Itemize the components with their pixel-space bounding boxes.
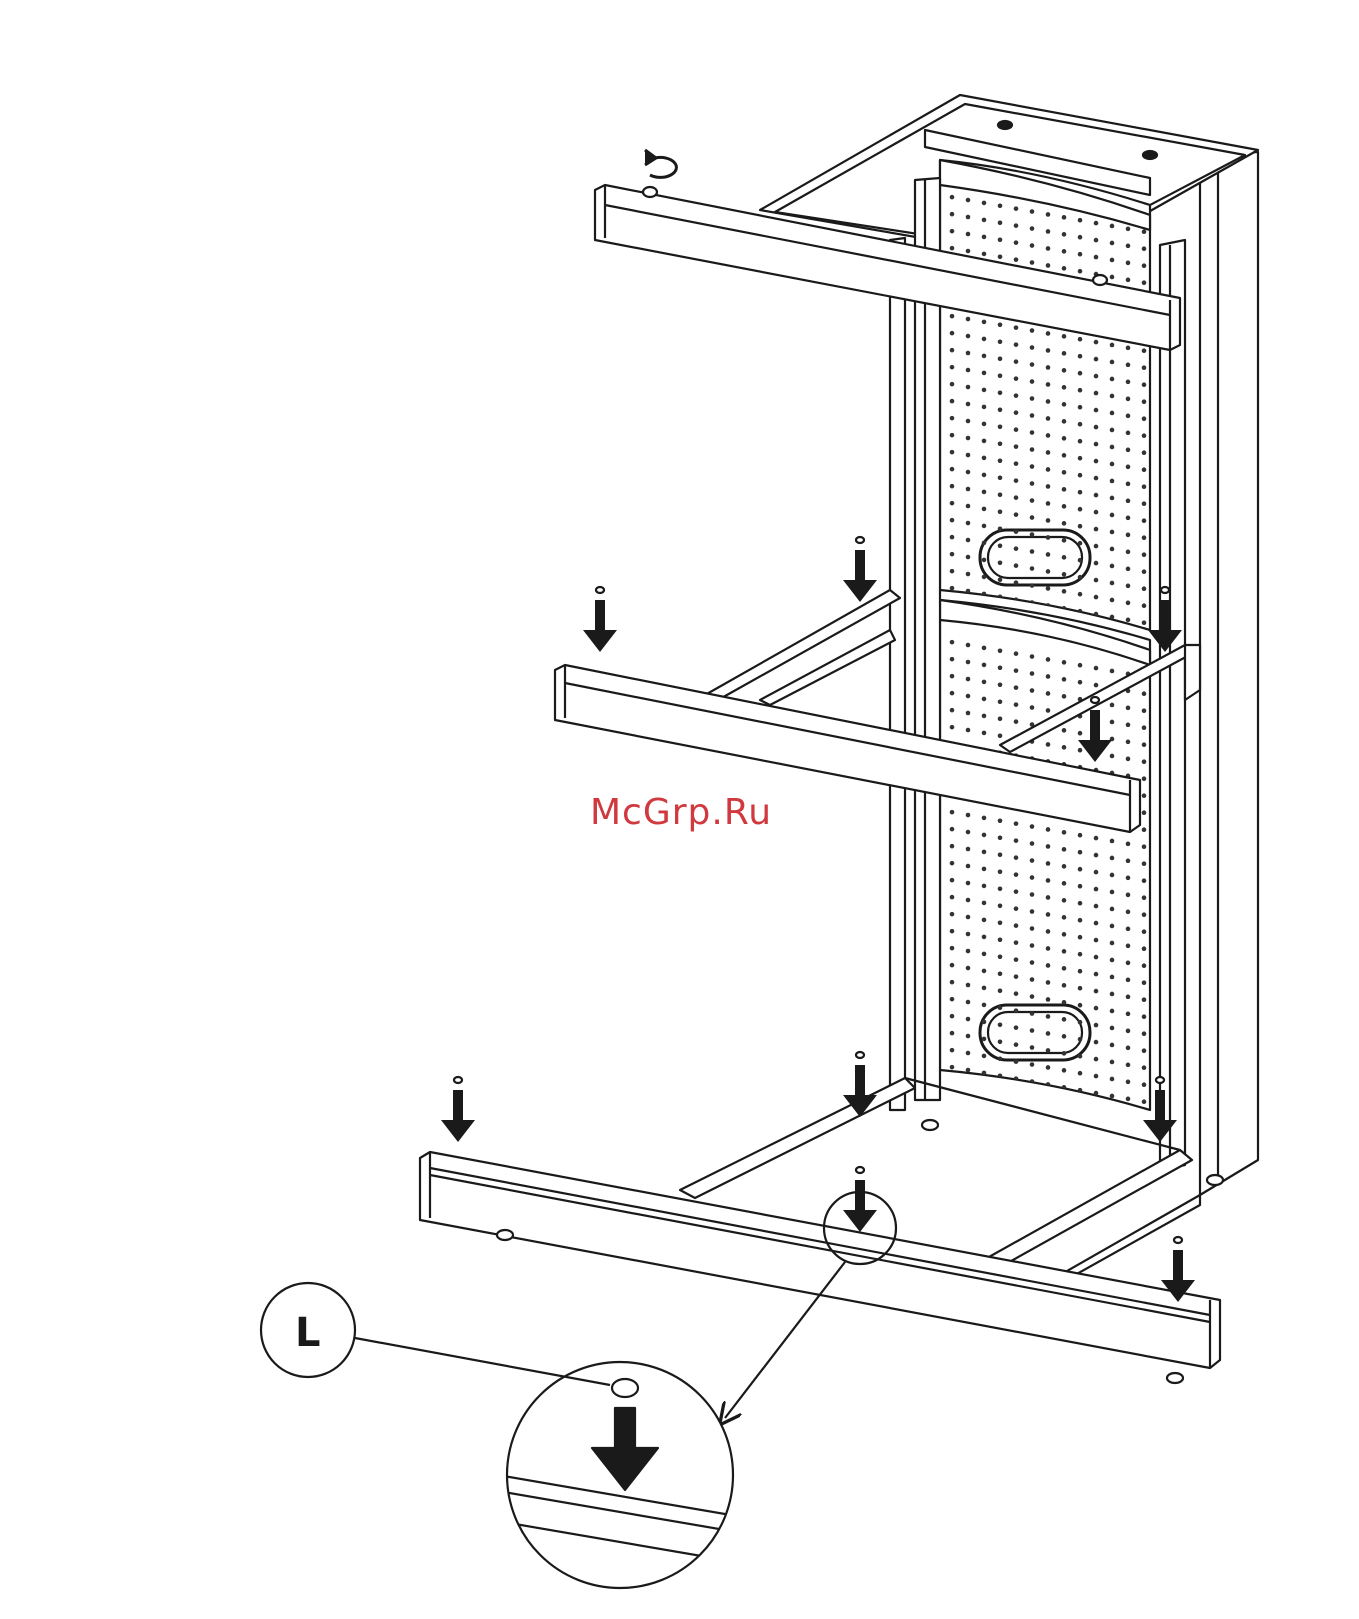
rear-post: [1160, 240, 1185, 1170]
front-post: [915, 178, 940, 1100]
callout-label: L: [295, 1310, 321, 1356]
watermark-text: McGrp.Ru: [590, 792, 772, 833]
down-arrow-icon: [843, 537, 877, 602]
rotate-arrow-icon: [645, 150, 676, 177]
inner-post: [890, 238, 905, 1110]
down-arrow-icon: [583, 587, 617, 652]
down-arrow-icon: [843, 1167, 877, 1232]
perforated-panel-upper: [940, 160, 1150, 630]
peg-icon: [612, 1379, 638, 1397]
perforated-panel-lower: [940, 600, 1150, 1110]
down-arrow-icon: [441, 1077, 475, 1142]
bottom-base-frame: [420, 1078, 1223, 1383]
side-panel: [1200, 152, 1258, 1195]
magnifier-detail-circle: [480, 1362, 760, 1588]
